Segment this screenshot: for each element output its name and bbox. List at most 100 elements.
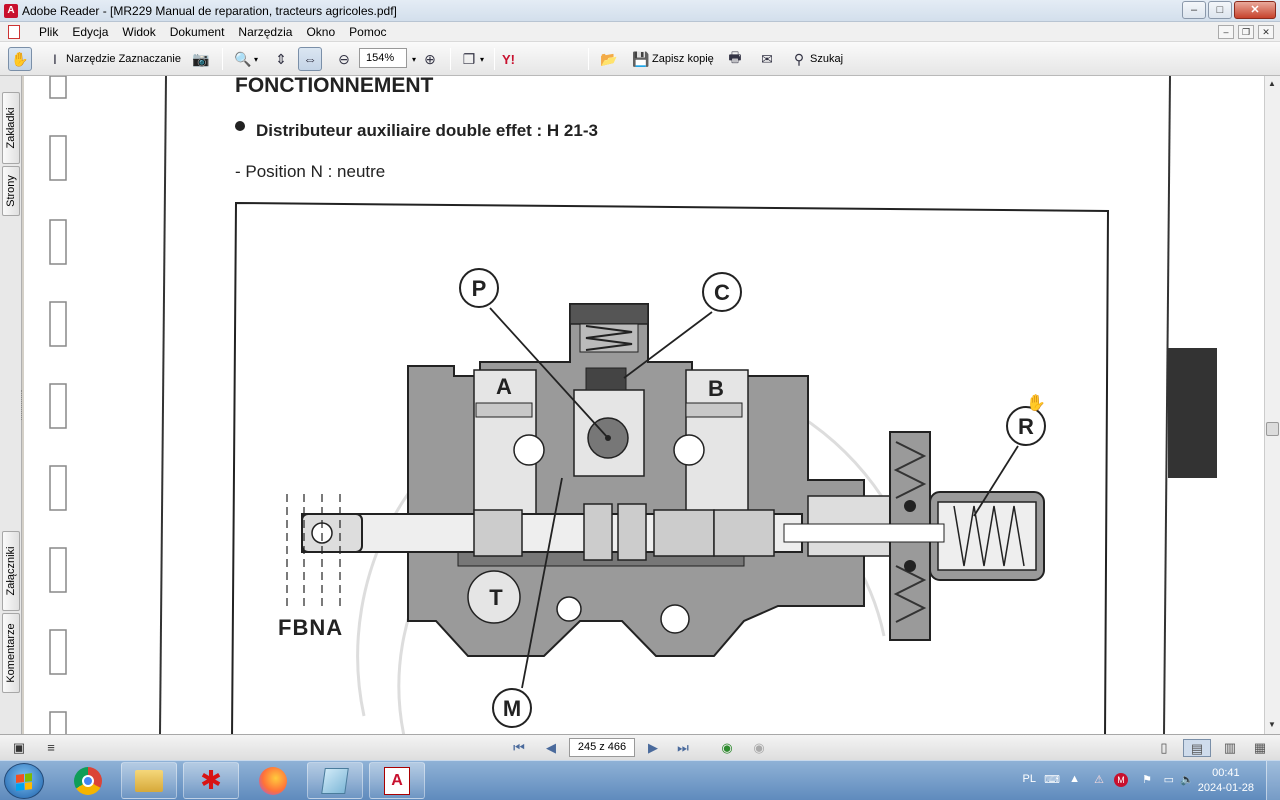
search-button[interactable]: ⚲ Szukaj xyxy=(788,47,843,71)
status-bar: ▣ ≡ ⏮ ◀ 245 z 466 ▶ ⏭ ◉ ◉ ▯ ▤ ▥ ▦ xyxy=(0,734,1280,760)
page-display-button[interactable]: ❐ ▾ xyxy=(458,47,484,71)
select-tool-button[interactable]: I Narzędzie Zaznaczanie xyxy=(44,47,181,71)
diagram-frame xyxy=(231,201,1110,734)
page-render: FONCTIONNEMENT Distributeur auxiliaire d… xyxy=(49,76,1217,734)
zoom-tool-button[interactable]: 🔍 ▾ xyxy=(232,47,258,71)
maximize-button[interactable]: □ xyxy=(1208,1,1232,19)
doc-close-button[interactable]: ✕ xyxy=(1258,25,1274,39)
tab-bookmarks-label: Zakładki xyxy=(5,107,17,149)
menu-document[interactable]: Dokument xyxy=(169,25,225,39)
minimize-button[interactable]: – xyxy=(1182,1,1206,19)
zoom-dropdown-arrow[interactable]: ▾ xyxy=(412,47,416,71)
firefox-icon xyxy=(259,766,287,795)
section-title: FONCTIONNEMENT xyxy=(235,76,433,97)
display-icon[interactable]: ▭ xyxy=(1163,774,1174,786)
clock-date: 2024-01-28 xyxy=(1197,782,1254,794)
chevron-down-icon: ▾ xyxy=(254,54,259,64)
navigation-pane: Zakładki Strony Załączniki Komentarze xyxy=(0,76,22,734)
menu-help[interactable]: Pomoc xyxy=(349,25,387,39)
menu-view[interactable]: Widok xyxy=(122,25,156,39)
taskbar-firefox[interactable] xyxy=(245,762,301,799)
show-desktop-button[interactable] xyxy=(1266,761,1280,800)
doc-restore-button[interactable]: ❐ xyxy=(1238,25,1254,39)
folder-open-icon: 📂 xyxy=(600,50,618,67)
scroll-up-arrow[interactable]: ▲ xyxy=(1268,79,1276,88)
tab-comments-label: Komentarze xyxy=(5,623,17,683)
menu-bar: Plik Edycja Widok Dokument Narzędzia Okn… xyxy=(0,22,1280,42)
action-center-icon[interactable]: ⚑ xyxy=(1142,774,1152,786)
snapshot-button[interactable]: 📷 xyxy=(190,47,212,71)
close-button[interactable]: ✕ xyxy=(1234,1,1276,19)
menu-edit[interactable]: Edycja xyxy=(72,25,109,39)
fit-width-button[interactable]: ⇔ xyxy=(298,47,322,71)
tab-bookmarks[interactable]: Zakładki xyxy=(2,92,20,164)
last-page-button[interactable]: ⏭ xyxy=(677,740,689,755)
binoculars-icon: ⚲ xyxy=(793,50,805,67)
binding-holes xyxy=(49,76,67,734)
previous-view-button[interactable]: ◉ xyxy=(721,740,733,755)
document-view[interactable]: FONCTIONNEMENT Distributeur auxiliaire d… xyxy=(24,76,1264,734)
document-icon[interactable] xyxy=(8,25,20,39)
first-page-button[interactable]: ⏮ xyxy=(513,740,525,755)
print-button[interactable]: 🖶 xyxy=(724,47,746,71)
vertical-scrollbar[interactable]: ▲ ▼ xyxy=(1264,76,1280,734)
keyboard-icon[interactable]: ⌨ xyxy=(1044,774,1060,786)
network-warning-icon[interactable]: ⚠ xyxy=(1094,774,1104,786)
taskbar-explorer[interactable] xyxy=(121,762,177,799)
zoom-input[interactable]: 154% xyxy=(359,48,407,68)
facing-view-icon[interactable]: ▥ xyxy=(1223,740,1237,755)
language-indicator[interactable]: PL xyxy=(1022,773,1036,785)
clock[interactable]: 00:41 2024-01-28 xyxy=(1198,766,1254,796)
menu-tools[interactable]: Narzędzia xyxy=(238,25,293,39)
paint-splash-icon: ✱ xyxy=(200,765,222,795)
tab-pages[interactable]: Strony xyxy=(2,166,20,216)
previous-page-button[interactable]: ◀ xyxy=(546,740,556,755)
printer-icon: 🖶 xyxy=(728,49,742,65)
label-a: A xyxy=(496,374,512,399)
scroll-down-arrow[interactable]: ▼ xyxy=(1268,720,1276,729)
chrome-icon xyxy=(74,766,102,795)
hand-tool-button[interactable]: ✋ xyxy=(8,47,32,71)
open-button[interactable]: 📂 xyxy=(598,47,620,71)
continuous-facing-view-icon[interactable]: ▦ xyxy=(1253,740,1267,755)
save-copy-label: Zapisz kopię xyxy=(652,53,714,65)
continuous-view-icon[interactable]: ▤ xyxy=(1183,739,1211,757)
taskbar-chrome[interactable] xyxy=(60,762,116,799)
menu-file[interactable]: Plik xyxy=(39,25,59,39)
menu-window[interactable]: Okno xyxy=(306,25,336,39)
scroll-thumb[interactable] xyxy=(1266,422,1279,436)
taskbar-notepad[interactable] xyxy=(307,762,363,799)
page-size-icon[interactable]: ▣ xyxy=(12,740,26,755)
fit-page-icon: ⇕ xyxy=(275,50,287,67)
single-page-view-icon[interactable]: ▯ xyxy=(1160,740,1168,755)
adobe-reader-task-icon: A xyxy=(384,766,410,795)
windows-logo-icon xyxy=(16,773,32,791)
position-line: - Position N : neutre xyxy=(235,162,385,181)
page-number-input[interactable]: 245 z 466 xyxy=(569,738,635,757)
antivirus-icon[interactable]: M xyxy=(1114,773,1128,787)
yahoo-toolbar-button[interactable]: Y! xyxy=(502,51,515,67)
email-icon: ✉ xyxy=(761,50,773,67)
save-copy-button[interactable]: 💾 Zapisz kopię xyxy=(630,47,714,71)
volume-icon[interactable]: 🔈 xyxy=(1180,774,1194,786)
next-page-button[interactable]: ▶ xyxy=(648,740,658,755)
pane-toggle-icon[interactable]: ≡ xyxy=(47,740,55,755)
hand-cursor-icon: ✋ xyxy=(1026,393,1046,412)
tab-comments[interactable]: Komentarze xyxy=(2,613,20,693)
zoom-out-button[interactable]: ⊖ xyxy=(333,47,355,71)
window-title: Adobe Reader - [MR229 Manual de reparati… xyxy=(22,4,397,18)
taskbar-app-red[interactable]: ✱ xyxy=(183,762,239,799)
tray-expand-icon[interactable]: ▲ xyxy=(1069,773,1080,785)
taskbar-adobe-reader[interactable]: A xyxy=(369,762,425,799)
label-b: B xyxy=(708,376,724,401)
doc-minimize-button[interactable]: – xyxy=(1218,25,1234,39)
fit-page-button[interactable]: ⇕ xyxy=(270,47,292,71)
zoom-in-button[interactable]: ⊕ xyxy=(419,47,441,71)
tab-attachments[interactable]: Załączniki xyxy=(2,531,20,611)
magnifier-icon: 🔍 xyxy=(234,50,252,67)
email-button[interactable]: ✉ xyxy=(756,47,778,71)
chevron-down-icon: ▾ xyxy=(480,54,485,64)
pane-resize-grip[interactable] xyxy=(21,390,24,420)
start-button[interactable] xyxy=(4,763,44,799)
next-view-button[interactable]: ◉ xyxy=(753,740,765,755)
